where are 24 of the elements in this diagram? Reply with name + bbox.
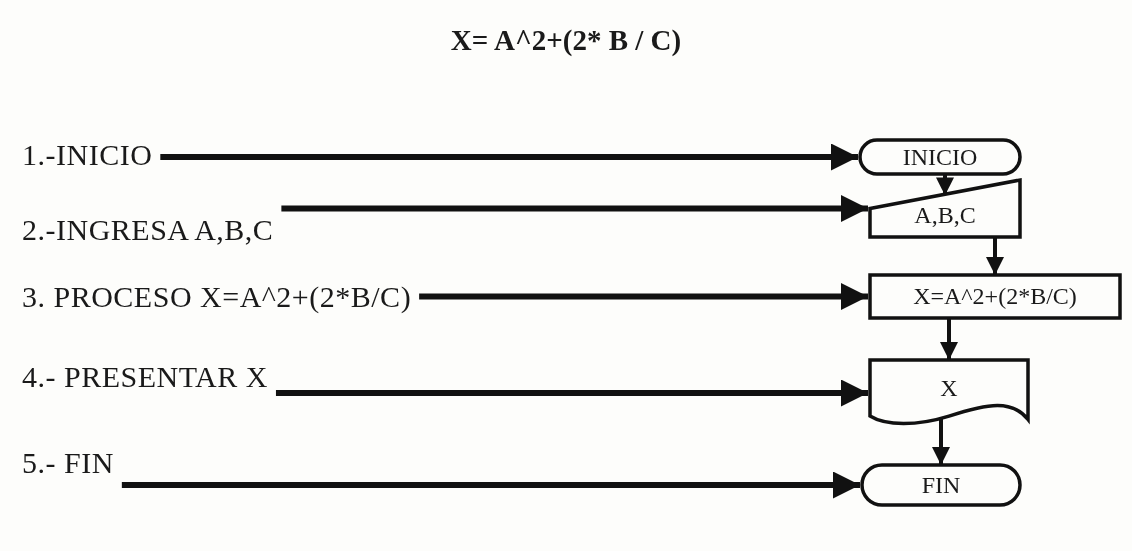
step-text: 2.-INGRESA A,B,C (22, 215, 274, 245)
formula-title: X= A^2+(2* B / C) (449, 24, 683, 57)
arrow (940, 318, 958, 360)
process-box (870, 275, 1120, 318)
shape-label: A,B,C (914, 202, 976, 229)
arrow (160, 143, 858, 171)
input-shape (870, 180, 1020, 237)
arrow (281, 195, 868, 222)
step-text: 3. PROCESO X=A^2+(2*B/C) (22, 282, 412, 312)
step-text: 5.- FIN (22, 448, 114, 478)
arrow (986, 237, 1004, 275)
arrow (419, 283, 868, 310)
arrow (275, 379, 868, 407)
step-text: 4.- PRESENTAR X (22, 362, 268, 392)
arrow (932, 418, 950, 465)
step-text: 1.-INICIO (22, 140, 153, 170)
shape-label: FIN (921, 471, 961, 499)
terminal-shape (862, 465, 1020, 505)
shape-label: INICIO (902, 143, 978, 171)
terminal-shape (860, 140, 1020, 174)
shape-label: X=A^2+(2*B/C) (913, 283, 1077, 310)
document-shape (870, 360, 1028, 426)
arrow (121, 471, 860, 499)
shape-label: X (940, 374, 958, 402)
